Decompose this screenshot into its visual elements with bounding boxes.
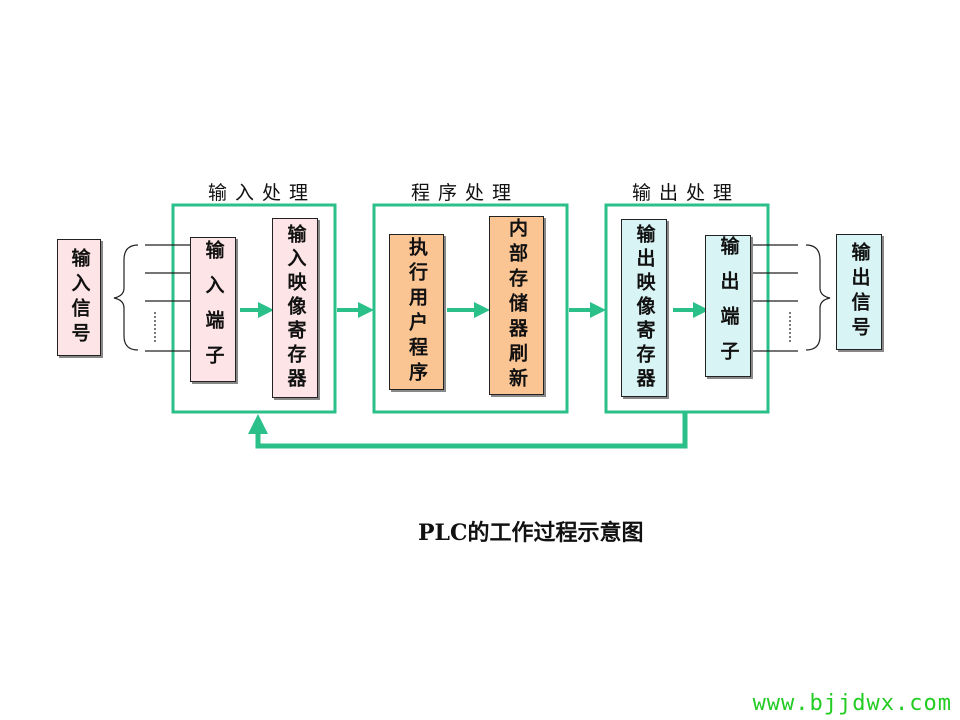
input-terminal-label: 输入端子 <box>202 239 225 380</box>
input-wires <box>145 244 192 352</box>
execute-program-label: 执行用户程序 <box>406 237 428 387</box>
input-terminal-box: 输入端子 <box>190 237 236 382</box>
watermark-url: www.bjjdwx.com <box>752 691 952 716</box>
output-brace <box>805 244 831 351</box>
input-processing-frame <box>171 203 337 414</box>
output-signal-box: 输出信号 <box>836 234 882 350</box>
section-title-program: 程序处理 <box>411 182 520 204</box>
output-wires <box>752 244 798 352</box>
output-terminal-label: 输出端子 <box>717 236 740 376</box>
output-image-register-label: 输出映像寄存器 <box>633 224 656 392</box>
diagram-caption: PLC的工作过程示意图 <box>418 520 644 546</box>
internal-refresh-box: 内部存储器刷新 <box>489 216 544 395</box>
feedback-loop-arrow <box>248 412 688 449</box>
program-processing-frame <box>372 203 569 414</box>
input-image-register-label: 输入映像寄存器 <box>284 224 307 392</box>
output-image-register-box: 输出映像寄存器 <box>621 219 667 397</box>
input-image-register-box: 输入映像寄存器 <box>272 218 318 398</box>
output-signal-label: 输出信号 <box>848 242 871 342</box>
section-title-input: 输入处理 <box>208 182 317 204</box>
input-signal-label: 输入信号 <box>68 247 91 348</box>
execute-program-box: 执行用户程序 <box>389 234 444 390</box>
input-brace <box>113 244 139 351</box>
section-title-output: 输出处理 <box>632 182 741 204</box>
input-signal-box: 输入信号 <box>57 239 101 356</box>
internal-refresh-label: 内部存储器刷新 <box>506 218 528 393</box>
output-terminal-box: 输出端子 <box>705 235 751 377</box>
